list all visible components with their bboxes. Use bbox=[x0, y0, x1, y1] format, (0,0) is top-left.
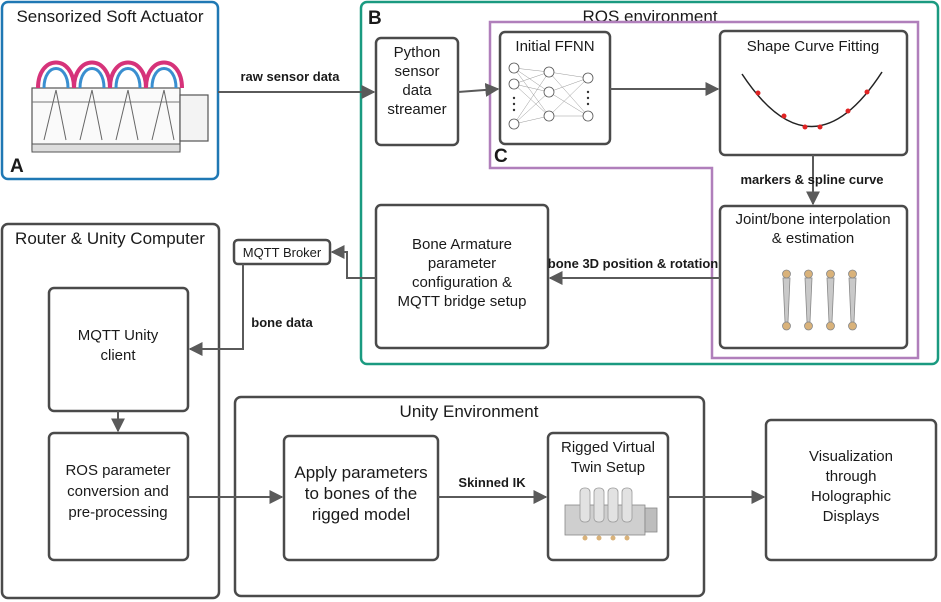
panel-c-letter: C bbox=[494, 146, 508, 167]
rigged-virtual-twin-box: Rigged Virtual Twin Setup bbox=[546, 431, 670, 562]
joint-bone-line-1: Joint/bone interpolation bbox=[735, 211, 890, 228]
arrow-streamer-to-ffnn bbox=[457, 82, 500, 97]
edge-label-markers-spline: markers & spline curve bbox=[740, 172, 883, 187]
python-streamer-line-1: Python bbox=[394, 44, 441, 61]
spline-curve-graphic bbox=[741, 71, 883, 130]
ros-parameter-conversion-box: ROS parameter conversion and pre-process… bbox=[47, 431, 190, 562]
mqtt-unity-client-line-2: client bbox=[100, 347, 136, 364]
arrows bbox=[111, 82, 820, 504]
bone-armature-graphic bbox=[782, 269, 857, 331]
arrow-armature-to-broker bbox=[330, 245, 376, 279]
python-streamer-line-2: sensor bbox=[394, 63, 439, 80]
bone-armature-config-box: Bone Armature parameter configuration & … bbox=[374, 203, 550, 350]
bone-armature-line-1: Bone Armature bbox=[412, 236, 512, 253]
rigged-actuator-model bbox=[564, 487, 658, 541]
panel-router-unity-computer: Router & Unity Computer bbox=[0, 222, 221, 600]
mqtt-unity-client-box: MQTT Unity client bbox=[47, 286, 190, 413]
python-streamer-line-3: data bbox=[402, 82, 432, 99]
mqtt-unity-client-line-1: MQTT Unity bbox=[78, 327, 159, 344]
mqtt-broker-label: MQTT Broker bbox=[243, 245, 322, 260]
edge-label-bone-3d: bone 3D position & rotation bbox=[548, 256, 718, 271]
visualization-line-3: Holographic bbox=[811, 488, 892, 505]
bone-armature-line-4: MQTT bridge setup bbox=[398, 293, 527, 310]
rigged-twin-line-2: Twin Setup bbox=[571, 459, 645, 476]
visualization-line-4: Displays bbox=[823, 508, 880, 525]
ros-conversion-line-2: conversion and bbox=[67, 483, 169, 500]
soft-actuator-illustration bbox=[31, 60, 209, 153]
arrow-broker-to-unity-client bbox=[188, 264, 244, 356]
shape-curve-fitting-label: Shape Curve Fitting bbox=[747, 38, 880, 55]
edge-label-skinned-ik: Skinned IK bbox=[458, 475, 526, 490]
shape-curve-fitting-box: Shape Curve Fitting bbox=[718, 29, 909, 157]
apply-parameters-line-2: to bones of the bbox=[305, 484, 417, 503]
panel-sensorized-soft-actuator: Sensorized Soft Actuator bbox=[0, 0, 220, 181]
joint-bone-line-2: & estimation bbox=[772, 230, 855, 247]
visualization-line-1: Visualization bbox=[809, 448, 893, 465]
visualization-box: Visualization through Holographic Displa… bbox=[764, 418, 938, 562]
ros-conversion-line-3: pre-processing bbox=[68, 504, 167, 521]
initial-ffnn-box: Initial FFNN bbox=[498, 30, 612, 146]
apply-parameters-line-3: rigged model bbox=[312, 505, 410, 524]
panel-a-title: Sensorized Soft Actuator bbox=[16, 7, 203, 26]
rigged-twin-line-1: Rigged Virtual bbox=[561, 439, 655, 456]
router-unity-title: Router & Unity Computer bbox=[15, 229, 205, 248]
mqtt-broker-box: MQTT Broker bbox=[232, 238, 332, 266]
visualization-line-2: through bbox=[826, 468, 877, 485]
apply-parameters-box: Apply parameters to bones of the rigged … bbox=[282, 434, 440, 562]
ffnn-group-outline bbox=[488, 20, 920, 360]
python-streamer-line-4: streamer bbox=[387, 101, 446, 118]
edge-label-raw-sensor-data: raw sensor data bbox=[241, 69, 341, 84]
bone-armature-line-3: configuration & bbox=[412, 274, 512, 291]
panel-b-letter: B bbox=[368, 8, 382, 29]
panel-a-letter: A bbox=[10, 156, 24, 177]
neural-network-graphic bbox=[508, 62, 594, 130]
joint-bone-interpolation-box: Joint/bone interpolation & estimation bbox=[718, 204, 909, 350]
bone-armature-line-2: parameter bbox=[428, 255, 496, 272]
python-sensor-streamer-box: Python sensor data streamer bbox=[374, 36, 460, 147]
unity-environment-title: Unity Environment bbox=[400, 402, 539, 421]
ros-conversion-line-1: ROS parameter bbox=[65, 462, 170, 479]
initial-ffnn-label: Initial FFNN bbox=[515, 38, 594, 55]
edge-label-bone-data: bone data bbox=[251, 315, 313, 330]
apply-parameters-line-1: Apply parameters bbox=[294, 463, 427, 482]
